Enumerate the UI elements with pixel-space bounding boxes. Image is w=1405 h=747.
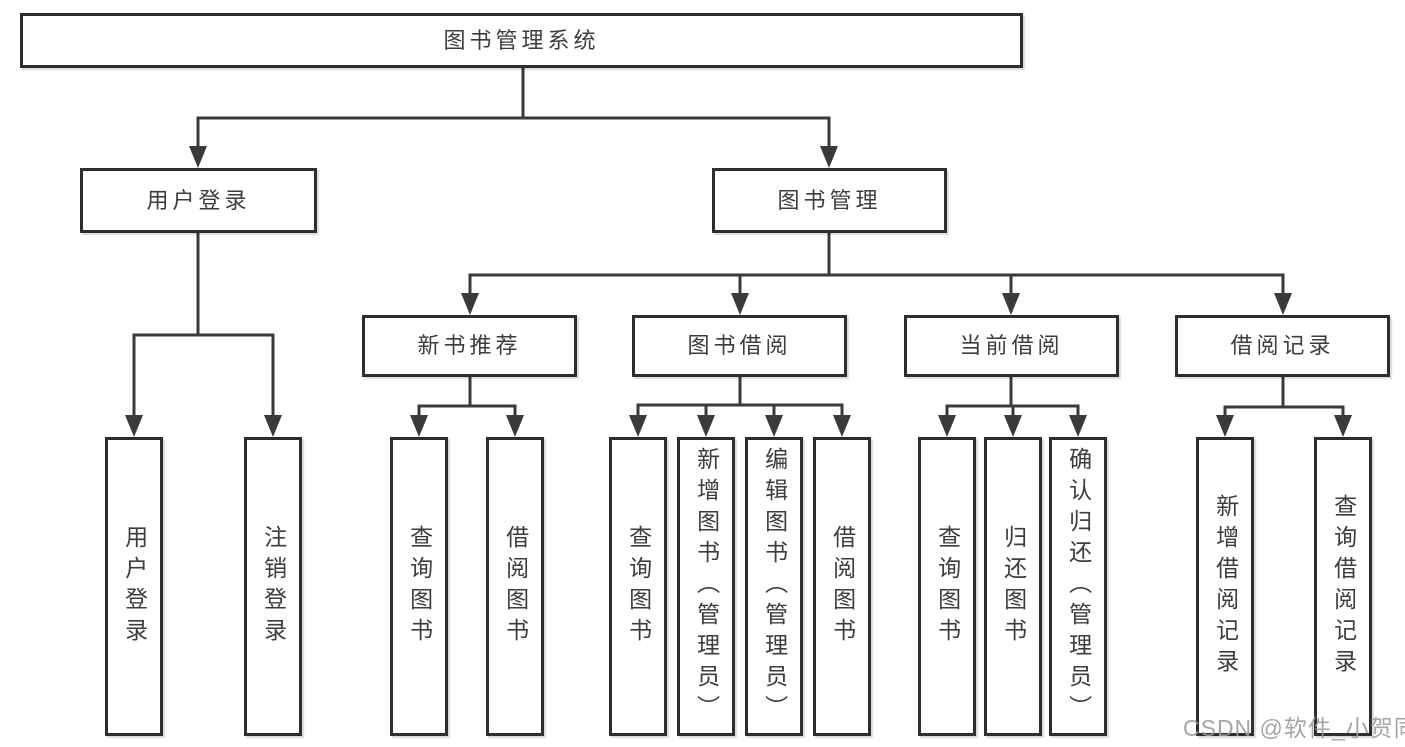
node-label: 新书推荐: [417, 333, 522, 358]
node-bb-edit-books-admin: 编辑图书（管理员）: [745, 437, 803, 736]
node-br-add-record: 新增借阅记录: [1196, 437, 1254, 736]
node-label: 确认归还（管理员）: [1065, 447, 1092, 726]
arrow-down-icon: [731, 293, 749, 315]
node-label: 新增图书（管理员）: [693, 447, 720, 726]
connector: [938, 375, 1087, 437]
node-br-query-record: 查询借阅记录: [1314, 437, 1372, 736]
connector: [410, 375, 524, 437]
arrow-down-icon: [765, 415, 783, 437]
node-label: 编辑图书（管理员）: [761, 447, 788, 726]
node-label: 归还图书: [1000, 524, 1027, 649]
node-root: 图书管理系统: [20, 13, 1023, 68]
arrow-down-icon: [1069, 415, 1087, 437]
node-cb-query-books: 查询图书: [918, 437, 976, 736]
node-leaf-logout: 注销登录: [244, 437, 302, 736]
node-label: 查询图书: [406, 524, 433, 649]
connector: [125, 231, 282, 437]
node-label: 查询图书: [625, 524, 652, 649]
arrow-down-icon: [125, 415, 143, 437]
arrow-down-icon: [1216, 415, 1234, 437]
node-bb-query-books: 查询图书: [609, 437, 667, 736]
node-cb-confirm-return: 确认归还（管理员）: [1049, 437, 1107, 736]
csdn-watermark: CSDN @软件_小贺同学: [1183, 715, 1405, 741]
node-label: 用户登录: [146, 187, 251, 213]
node-book-mgmt: 图书管理: [712, 168, 947, 233]
connector: [189, 66, 838, 168]
connector: [461, 231, 1292, 315]
arrow-down-icon: [820, 146, 838, 168]
arrow-down-icon: [1004, 415, 1022, 437]
arrow-down-icon: [697, 415, 715, 437]
node-current-borrow: 当前借阅: [904, 315, 1119, 377]
node-label: 查询借阅记录: [1330, 493, 1357, 680]
node-label: 借阅图书: [829, 524, 856, 649]
node-label: 当前借阅: [959, 333, 1064, 358]
arrow-down-icon: [1334, 415, 1352, 437]
node-book-borrow: 图书借阅: [632, 315, 847, 377]
arrow-down-icon: [629, 415, 647, 437]
arrow-down-icon: [189, 146, 207, 168]
node-label: 查询图书: [934, 524, 961, 649]
arrow-down-icon: [461, 293, 479, 315]
node-label: 图书借阅: [687, 333, 792, 358]
arrow-down-icon: [1274, 293, 1292, 315]
connector: [1216, 375, 1352, 437]
node-label: 图书管理: [777, 187, 882, 213]
connector: [629, 375, 851, 437]
arrow-down-icon: [938, 415, 956, 437]
node-leaf-login: 用户登录: [105, 437, 163, 736]
node-user-login: 用户登录: [80, 168, 317, 233]
node-label: 用户登录: [121, 524, 148, 649]
arrow-down-icon: [833, 415, 851, 437]
arrow-down-icon: [506, 415, 524, 437]
node-label: 新增借阅记录: [1212, 493, 1239, 680]
node-label: 注销登录: [260, 524, 287, 649]
arrow-down-icon: [410, 415, 428, 437]
node-label: 图书管理系统: [443, 27, 600, 53]
node-new-book-rec: 新书推荐: [362, 315, 577, 377]
arrow-down-icon: [1002, 293, 1020, 315]
node-cb-return-books: 归还图书: [984, 437, 1042, 736]
node-label: 借阅记录: [1230, 333, 1335, 358]
node-rec-query-books: 查询图书: [390, 437, 448, 736]
node-rec-borrow-books: 借阅图书: [486, 437, 544, 736]
node-borrow-records: 借阅记录: [1175, 315, 1390, 377]
node-bb-borrow-books: 借阅图书: [813, 437, 871, 736]
node-bb-add-books-admin: 新增图书（管理员）: [677, 437, 735, 736]
arrow-down-icon: [264, 415, 282, 437]
node-label: 借阅图书: [502, 524, 529, 649]
